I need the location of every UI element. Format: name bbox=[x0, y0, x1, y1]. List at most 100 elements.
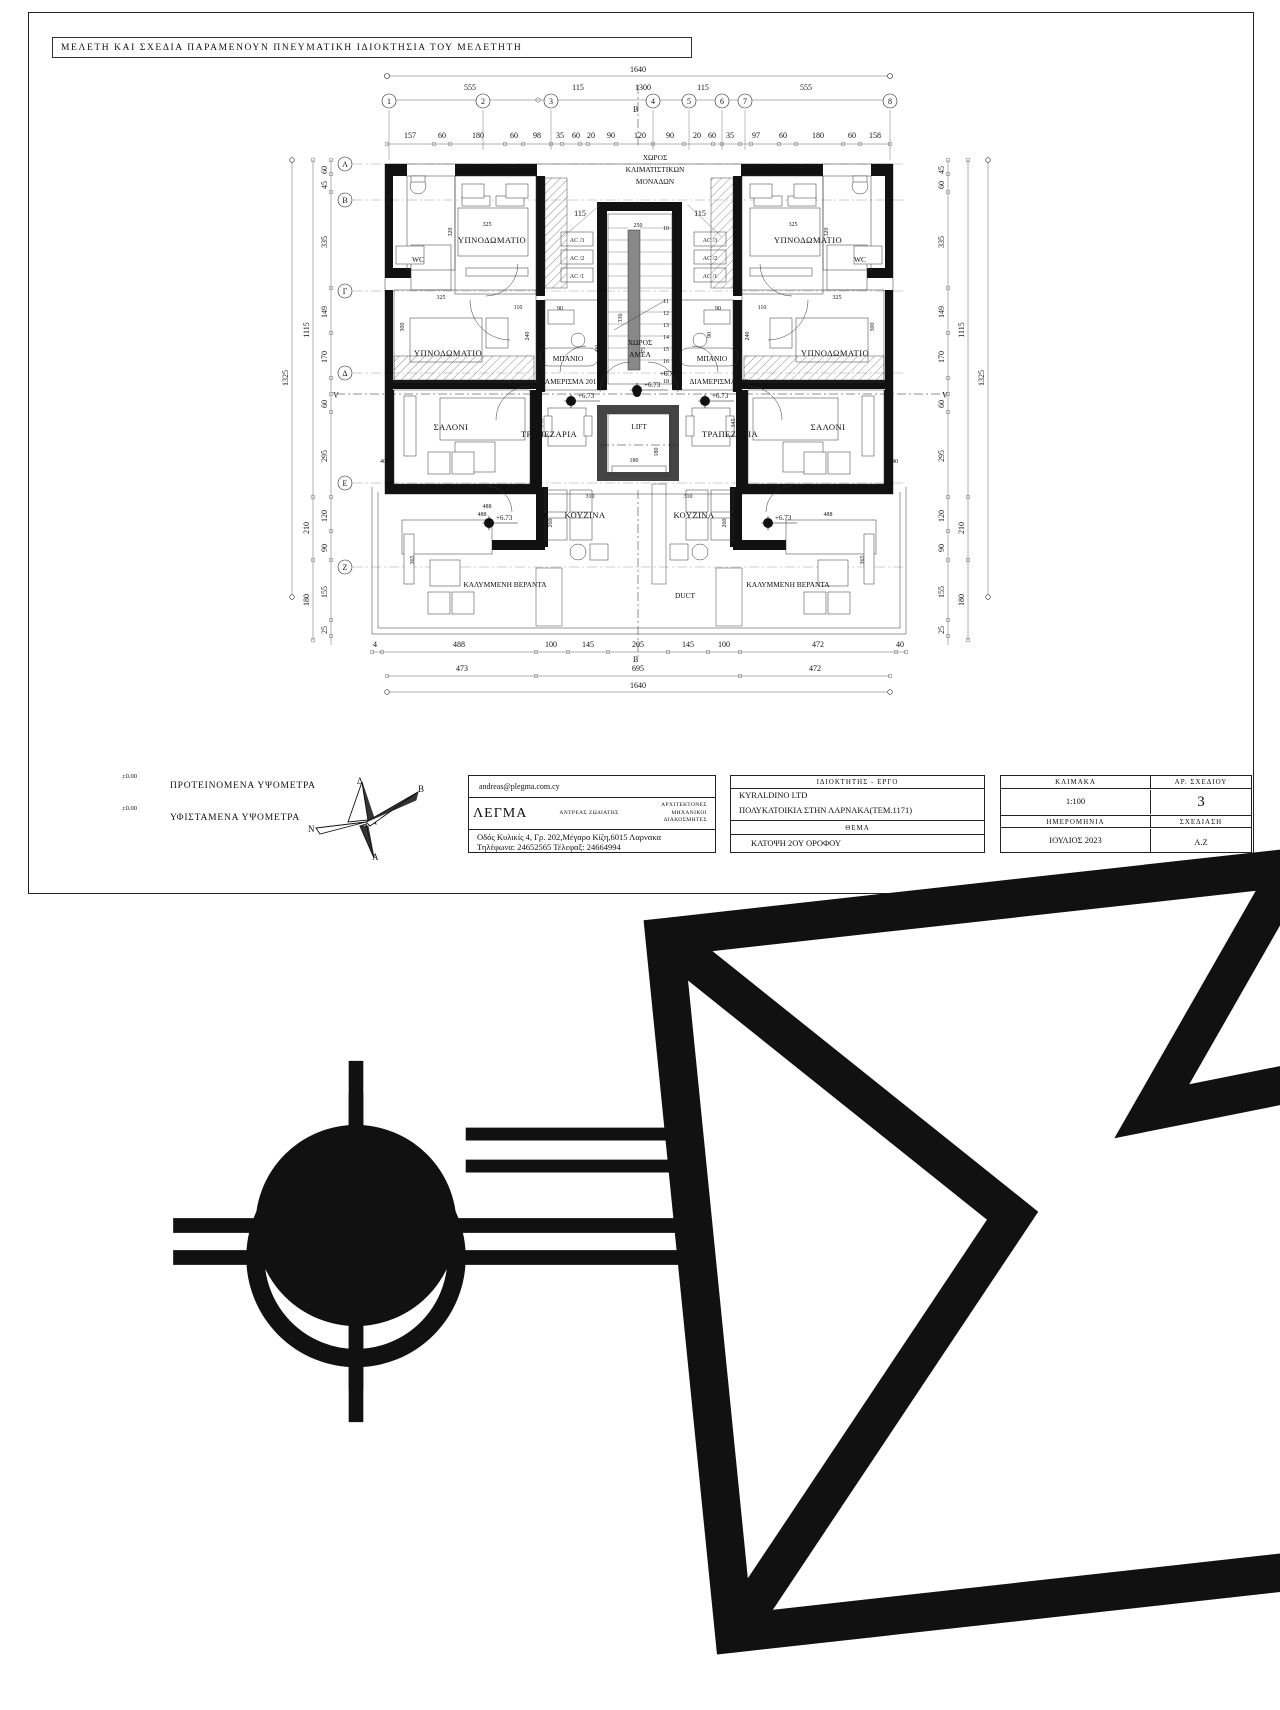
level-marker: +6.73 bbox=[633, 370, 677, 397]
lift-label: LIFT bbox=[631, 422, 647, 431]
subject-value: ΚΑΤΟΨΗ 2ΟΥ ΟΡΟΦΟΥ bbox=[751, 838, 842, 848]
level-marker: +6.73 bbox=[482, 514, 518, 530]
grid-bubble-7: 7 bbox=[743, 97, 747, 106]
firm-logo-icon bbox=[643, 849, 1280, 1655]
stair-width-dim: 250 bbox=[634, 223, 643, 229]
dim-l-155: 155 bbox=[320, 586, 329, 598]
dim-r-90: 90 bbox=[937, 544, 946, 552]
dim-side-left: 40 bbox=[380, 459, 386, 465]
walls-right-apartment bbox=[672, 164, 893, 550]
dim-r-149: 149 bbox=[937, 306, 946, 318]
lift-width: 180 bbox=[630, 458, 639, 464]
compass-rose: Δ Β Ν Α bbox=[308, 776, 424, 862]
dim-r-335: 335 bbox=[937, 236, 946, 248]
scale-header: ΚΛΙΜΑΚΑ bbox=[1001, 776, 1151, 789]
dim-bed-bot-w-right: 325 bbox=[833, 295, 842, 301]
svg-text:9: 9 bbox=[602, 275, 605, 281]
dim-veranda-w-left: 488 bbox=[478, 512, 487, 518]
ac-space-label-3: ΜΟΝΑΔΩΝ bbox=[636, 177, 675, 186]
label-bath-left: ΜΠΑΝΙΟ bbox=[553, 354, 584, 363]
dim-bottom-205: 205 bbox=[632, 640, 644, 649]
dim-l-120: 120 bbox=[320, 510, 329, 522]
svg-text:7: 7 bbox=[602, 299, 605, 305]
owner-name: KYRALDINO LTD bbox=[739, 790, 808, 800]
room-labels-left: ΥΠΝΟΔΩΜΑΤΙΟ ΥΠΝΟΔΩΜΑΤΙΟ WC ΜΠΑΝΙΟ ΣΑΛΟΝΙ… bbox=[412, 235, 605, 589]
dim-top-1300: 1300 bbox=[635, 83, 651, 92]
drawing-sheet: ΜΕΛΕΤΗ ΚΑΙ ΣΧΕΔΙΑ ΠΑΡΑΜΕΝΟΥΝ ΠΝΕΥΜΑΤΙΚΗ … bbox=[28, 12, 1280, 1655]
dim-left-1115: 1115 bbox=[302, 322, 311, 337]
drawn-header: ΣΧΕΔΙΑΣΗ bbox=[1151, 815, 1251, 828]
door-swings bbox=[469, 263, 809, 513]
grid-bubble-zeta: Ζ bbox=[343, 563, 348, 572]
ac-label-3-right: AC /3 bbox=[703, 238, 718, 244]
stair-dim-90-r: 90 bbox=[707, 332, 713, 338]
svg-text:13: 13 bbox=[663, 323, 669, 329]
furniture-left-apartment bbox=[393, 175, 609, 615]
project-name: ΠΟΛΥΚΑΤΟΙΚΙΑ ΣΤΗΝ ΛΑΡΝΑΚΑ(ΤΕΜ.1171) bbox=[731, 805, 984, 821]
label-dining-left: ΤΡΑΠΕΖΑΡΙΑ bbox=[521, 429, 578, 439]
dim-top-555-right: 555 bbox=[800, 83, 812, 92]
title-block-firm: andreas@plegma.com.cy ΛΕΓΜΑ ΑΝΤΡΕΑΣ ΖΩΔΙ… bbox=[468, 775, 1280, 1655]
firm-email[interactable]: andreas@plegma.com.cy bbox=[479, 782, 560, 791]
stair-length-dim: 336 bbox=[618, 314, 624, 323]
dim-l-60-b: 60 bbox=[320, 400, 329, 408]
dim-bottom-472: 472 bbox=[812, 640, 824, 649]
dim-90-a: 90 bbox=[607, 131, 615, 140]
svg-text:6: 6 bbox=[602, 311, 605, 317]
dim-20-b: 20 bbox=[693, 131, 701, 140]
dim-kitchen-d-right: 260 bbox=[722, 519, 728, 528]
label-apartment-202: ΔΙΑΜΕΡΙΣΜΑ 202 bbox=[690, 377, 749, 386]
date-header: ΗΜΕΡΟΜΗΝΙΑ bbox=[1001, 815, 1151, 828]
dim-bath-d-left: 240 bbox=[525, 332, 531, 341]
svg-text:3: 3 bbox=[602, 347, 605, 353]
grid-bubbles-top: 1 2 3 4 5 6 7 8 bbox=[381, 93, 898, 160]
grid-bubble-alpha: Α bbox=[342, 160, 348, 169]
dim-60-c: 60 bbox=[572, 131, 580, 140]
dim-kitchen-d-left: 260 bbox=[548, 519, 554, 528]
drawing-no-header: ΑΡ. ΣΧΕΔΙΟΥ bbox=[1151, 776, 1251, 789]
ac-space-label-2: ΚΛΙΜΑΤΙΣΤΙΚΩΝ bbox=[626, 165, 685, 174]
dim-dining-d-left: 345 bbox=[539, 419, 545, 428]
dim-120: 120 bbox=[634, 131, 646, 140]
dim-158: 158 bbox=[869, 131, 881, 140]
ac-label-3-left: AC /3 bbox=[570, 238, 585, 244]
scale-value: 1:100 bbox=[1001, 790, 1151, 814]
dim-157: 157 bbox=[404, 131, 416, 140]
right-dimension-chains: 45 60 335 149 170 60 295 120 90 155 25 1… bbox=[937, 157, 991, 645]
dim-bed-top-d-right: 320 bbox=[824, 228, 830, 237]
svg-text:16: 16 bbox=[663, 359, 669, 365]
dim-bottom-overall: 1640 bbox=[630, 681, 646, 690]
label-dining-right: ΤΡΑΠΕΖΑΡΙΑ bbox=[702, 429, 759, 439]
dim-bed-bot-d-left: 300 bbox=[400, 323, 406, 332]
dim-60-b: 60 bbox=[510, 131, 518, 140]
core-space-labels: ΧΩΡΟΣ ΚΛΙΜΑΤΙΣΤΙΚΩΝ ΜΟΝΑΔΩΝ ΧΩΡΟΣ ΑΜΕΑ D… bbox=[626, 153, 696, 600]
dim-ac-115-right: 115 bbox=[694, 209, 706, 218]
legend-label-existing: ΥΦΙΣΤΑΜΕΝΑ ΥΨΟΜΕΤΡΑ bbox=[170, 813, 301, 823]
dim-35-b: 35 bbox=[726, 131, 734, 140]
dim-bottom-145-r: 145 bbox=[682, 640, 694, 649]
dim-living-w-left: 488 bbox=[483, 504, 492, 510]
dim-dining-d-right: 345 bbox=[731, 419, 737, 428]
dim-90-b: 90 bbox=[666, 131, 674, 140]
dim-20-a: 20 bbox=[587, 131, 595, 140]
copyright-note-box: ΜΕΛΕΤΗ ΚΑΙ ΣΧΕΔΙΑ ΠΑΡΑΜΕΝΟΥΝ ΠΝΕΥΜΑΤΙΚΗ … bbox=[52, 37, 692, 58]
svg-text:18: 18 bbox=[663, 379, 669, 385]
dim-bottom-488: 488 bbox=[453, 640, 465, 649]
label-bedroom-top-right: ΥΠΝΟΔΩΜΑΤΙΟ bbox=[774, 235, 842, 245]
level-marker: +6.73 bbox=[564, 392, 600, 408]
title-block-scale: ΚΛΙΜΑΚΑ ΑΡ. ΣΧΕΔΙΟΥ 1:100 3 ΗΜΕΡΟΜΗΝΙΑ Σ… bbox=[1000, 775, 1252, 853]
dim-l-25: 25 bbox=[320, 626, 329, 634]
dim-left-180: 180 bbox=[302, 594, 311, 606]
grid-bubble-beta: Β bbox=[342, 196, 347, 205]
top-dimension-chain-overall: 1640 bbox=[384, 65, 893, 79]
duct-label: DUCT bbox=[675, 591, 696, 600]
dim-bottom-40: 40 bbox=[896, 640, 904, 649]
grid-bubble-epsilon: Ε bbox=[343, 479, 348, 488]
dim-corr-left: 110 bbox=[514, 305, 523, 311]
proposed-level-symbol: ±0.00 bbox=[100, 773, 1280, 1391]
label-living-right: ΣΑΛΟΝΙ bbox=[811, 422, 846, 432]
dim-r-155: 155 bbox=[937, 586, 946, 598]
level-value-1: +6.73 bbox=[578, 392, 595, 400]
firm-phones: Τηλέφωνα: 24652565 Τέλεφαξ: 24664994 bbox=[477, 842, 621, 852]
ac-label-1-right: AC /1 bbox=[703, 274, 718, 280]
